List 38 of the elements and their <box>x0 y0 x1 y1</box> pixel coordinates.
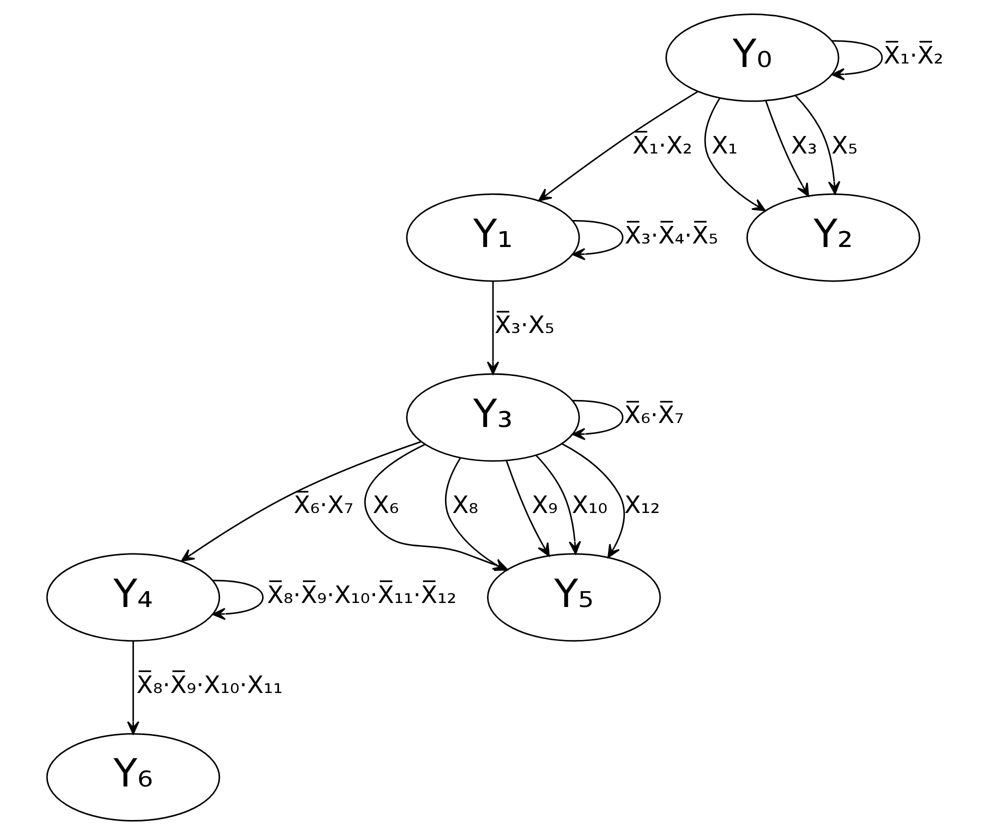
arrow <box>538 90 698 202</box>
edge-label: X̅₈·X̅₉·X₁₀·X₁₁ <box>136 671 283 700</box>
edge-label: X₈ <box>452 491 478 520</box>
edge-label: X₆ <box>372 491 399 520</box>
arrow <box>127 641 140 735</box>
node-ellipse: Y₁ <box>406 193 580 282</box>
arrow <box>562 443 625 558</box>
arrow <box>536 454 581 554</box>
edge-label: X₁₀ <box>572 491 608 520</box>
arrow <box>572 400 624 440</box>
edge-label: X̅₁·X₂ <box>632 131 692 160</box>
arrow <box>794 95 840 195</box>
arrow <box>486 281 500 375</box>
arrow <box>212 580 264 620</box>
edge-label: X̅₆·X̅₇ <box>624 401 684 430</box>
edge-label: X̅₈·X̅₉·X₁₀·X̅₁₁·X̅₁₂ <box>267 581 457 610</box>
node-ellipse: Y₆ <box>46 733 220 822</box>
arrow <box>765 100 810 197</box>
edge-label: X₉ <box>532 491 558 520</box>
arrow <box>831 40 883 80</box>
edge-label: X̅₁·X̅₂ <box>884 41 944 70</box>
arrow <box>180 440 422 562</box>
edge-label: X₁ <box>712 131 738 160</box>
arrow <box>445 457 506 571</box>
arrow <box>704 98 766 212</box>
edge-label: X̅₃·X̅₄·X̅₅ <box>624 221 718 250</box>
node-ellipse: Y₃ <box>406 373 580 462</box>
node-ellipse: Y₀ <box>665 13 840 102</box>
node-ellipse: Y₄ <box>46 553 220 642</box>
edge-label: X₅ <box>832 131 858 160</box>
edge-label: X₁₂ <box>624 491 660 520</box>
arrow <box>572 220 624 260</box>
edge-label: X̅₆·X₇ <box>294 491 354 520</box>
node-ellipse: Y₂ <box>746 193 920 282</box>
arrow <box>506 460 550 556</box>
edge-label: X₃ <box>791 131 818 160</box>
edge-label: X̅₃·X₅ <box>494 311 554 340</box>
node-ellipse: Y₅ <box>487 553 661 642</box>
